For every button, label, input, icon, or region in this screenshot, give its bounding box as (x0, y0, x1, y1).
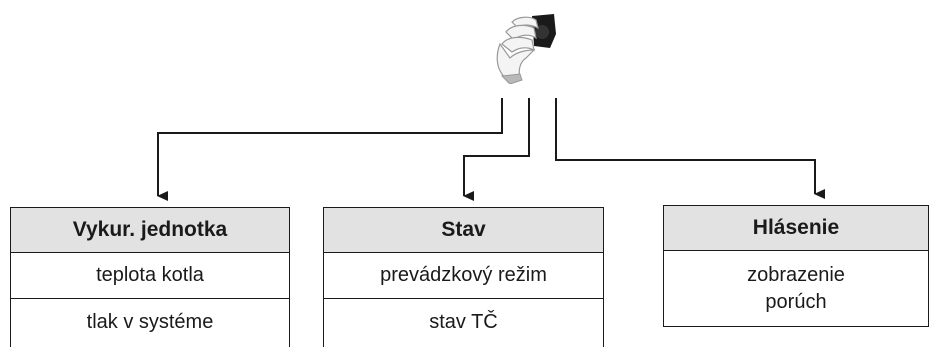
box-hlasenie-row-line-1: zobrazenie (747, 263, 845, 286)
box-vykur-jednotka-row-tlak: tlak v systéme (86, 310, 214, 333)
box-vykur-jednotka-row-teplota: teplota kotla (11, 253, 289, 299)
box-stav-row-rezim: prevádzkový režim (324, 253, 603, 299)
box-stav: Stav prevádzkový režim stav TČ (323, 207, 604, 347)
box-hlasenie-title: Hlásenie (664, 206, 928, 251)
box-stav-row-tc: stav TČ (429, 310, 498, 333)
hand-turning-knob-icon (496, 14, 556, 84)
box-hlasenie-row-line-2: porúch (765, 290, 827, 313)
connector-to-stav (463, 98, 530, 201)
box-vykur-jednotka: Vykur. jednotka teplota kotla tlak v sys… (10, 207, 290, 347)
connector-to-hlasenie (555, 98, 825, 199)
connector-to-jednotka (157, 98, 503, 201)
box-stav-title: Stav (324, 208, 603, 253)
box-hlasenie-row-poruchy: zobrazenie porúch (664, 251, 928, 326)
box-vykur-jednotka-title: Vykur. jednotka (11, 208, 289, 253)
box-hlasenie: Hlásenie zobrazenie porúch (663, 205, 929, 327)
